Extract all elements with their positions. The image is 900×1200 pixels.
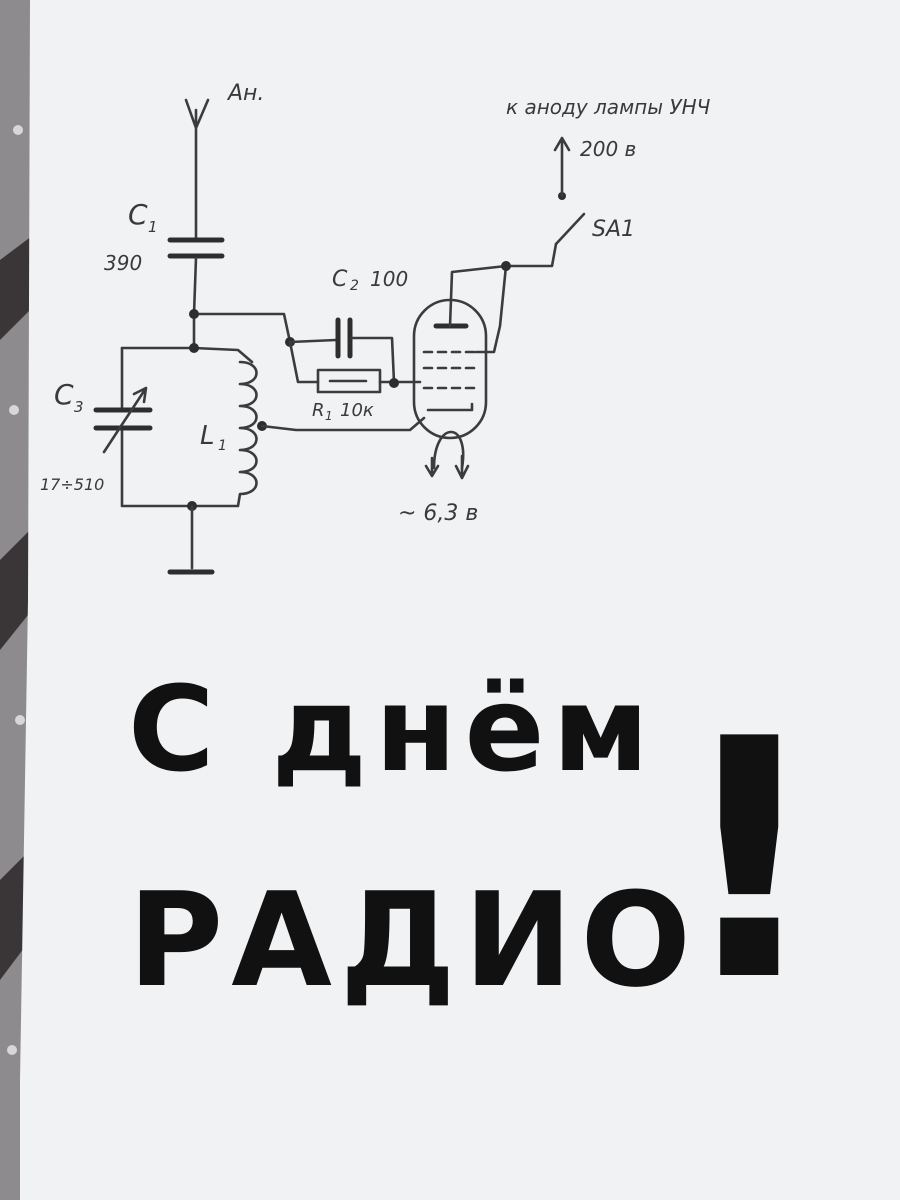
c1-label: C [128,198,148,231]
c3-sub: 3 [74,398,84,416]
junction-anode [501,261,511,271]
voltage-anode: 200 в [580,137,636,161]
inductor-coil [192,360,258,508]
paper-sheet [20,0,900,1200]
antenna-label: Ан. [226,81,264,106]
c3-label: C [54,378,74,411]
circuit-diagram [93,98,586,575]
c3-left-rail [120,346,192,508]
screen-grid-wire [474,264,508,354]
switch-label: SA1 [592,217,635,242]
r1-label: R [312,400,325,421]
exclamation-mark: ! [674,669,833,1053]
c2-label: C [332,267,348,292]
anode-note: к аноду лампы УНЧ [506,95,711,119]
supply-arrow [553,136,571,198]
r1-sub: 1 [325,409,333,423]
junction-tank-top [189,343,199,353]
c2-right-lead [350,336,396,384]
junction-c1 [189,309,199,319]
antenna-symbol [184,98,210,240]
filament-arrow-left [424,456,440,478]
c3-value: 17÷510 [40,475,104,494]
filament-arrow-right [454,454,470,480]
c1-sub: 1 [148,218,158,236]
r1-left-lead [288,340,320,384]
c3-variable-arrow [102,386,148,454]
c2-left-lead [288,338,338,344]
wire-to-c2 [192,312,292,344]
l1-sub: 1 [218,438,227,454]
r1-value: 10к [340,400,374,421]
switch-sa1 [554,212,586,246]
c2-sub: 2 [350,278,359,294]
tank-top-rail [120,346,254,364]
c2-value: 100 [370,267,408,291]
greeting-line-2: РАДИО [128,864,699,1016]
l1-label: L [200,421,215,451]
greeting-line-1: С днём [128,660,657,798]
junction-grid [389,378,399,388]
c1-value: 390 [104,251,142,275]
tap-to-cathode [260,416,426,432]
filament-voltage: ~ 6,3 в [398,501,478,526]
